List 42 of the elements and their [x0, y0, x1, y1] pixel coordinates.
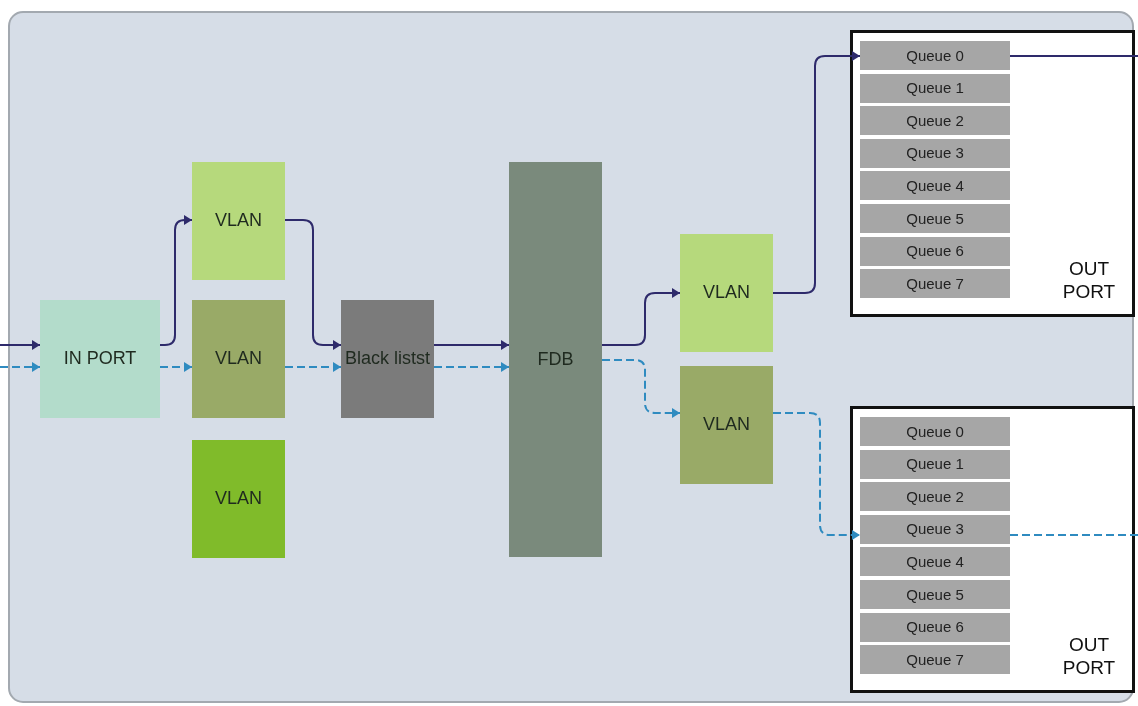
queue-row: Queue 7: [860, 269, 1010, 299]
out-port-box: [850, 30, 1135, 317]
arrow: [284, 219, 342, 350]
arrow: [0, 340, 41, 350]
arrow: [284, 362, 342, 372]
queue-row: Queue 4: [860, 547, 1010, 577]
queue-row: Queue 5: [860, 580, 1010, 609]
arrow: [159, 362, 193, 372]
arrow: [601, 288, 681, 346]
queue-row: Queue 1: [860, 449, 1010, 479]
arrow: [159, 215, 193, 346]
queue-row: Queue 6: [860, 236, 1010, 266]
queue-row: Queue 0: [860, 41, 1010, 70]
vlan-box: VLAN: [192, 440, 285, 558]
arrow: [433, 340, 510, 350]
vlan-box: VLAN: [680, 366, 773, 484]
arrow: [0, 362, 41, 372]
fdb-box: FDB: [509, 162, 602, 557]
arrow: [772, 51, 861, 294]
port-label: OUT PORT: [1061, 634, 1117, 680]
queue-row: Queue 0: [860, 417, 1010, 446]
port-label: OUT PORT: [1061, 258, 1117, 304]
vlan-box: VLAN: [680, 234, 773, 352]
connector-line: [1009, 534, 1138, 536]
queue-row: Queue 4: [860, 171, 1010, 201]
queue-row: Queue 2: [860, 106, 1010, 136]
arrow: [433, 362, 510, 372]
blacklist-box: Black listst: [341, 300, 434, 418]
arrow: [772, 412, 861, 540]
arrow: [601, 359, 681, 418]
vlan-box: VLAN: [192, 162, 285, 280]
port-box: IN PORT: [40, 300, 160, 418]
connector-line: [1009, 55, 1138, 57]
queue-row: Queue 7: [860, 645, 1010, 675]
queue-row: Queue 1: [860, 73, 1010, 103]
queue-row: Queue 3: [860, 138, 1010, 168]
queue-row: Queue 6: [860, 612, 1010, 642]
queue-row: Queue 3: [860, 514, 1010, 544]
queue-row: Queue 2: [860, 482, 1010, 512]
vlan-box: VLAN: [192, 300, 285, 418]
out-port-box: [850, 406, 1135, 693]
queue-row: Queue 5: [860, 204, 1010, 233]
